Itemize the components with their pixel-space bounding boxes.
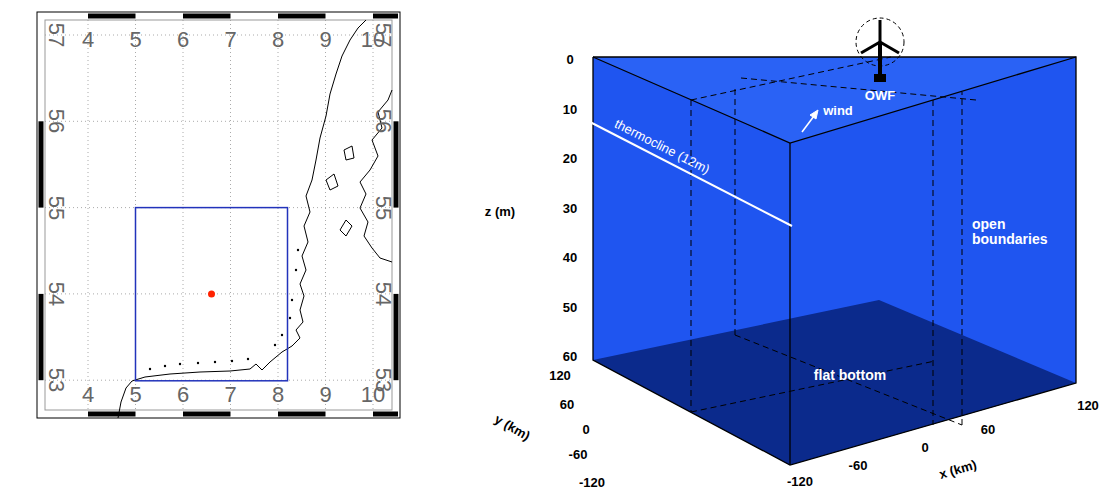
coordinate-label: 5	[129, 383, 141, 407]
axis-label: 30	[563, 201, 577, 215]
water-box	[593, 57, 1076, 465]
axis-label: 60	[981, 423, 995, 437]
axis-label: y (km)	[492, 412, 532, 444]
map-frame	[41, 16, 398, 414]
axis-label: flat bottom	[814, 368, 886, 383]
axis-label: 120	[1077, 399, 1099, 413]
coordinate-label: 4	[82, 383, 94, 407]
axis-label: 0	[921, 441, 928, 455]
axis-label: 60	[563, 350, 577, 364]
axis-label: -120	[579, 476, 605, 490]
coordinate-label: 4	[82, 28, 94, 52]
coordinate-label: 54	[371, 282, 395, 306]
coordinate-label: 54	[44, 282, 68, 306]
coordinate-label: 53	[371, 368, 395, 392]
coordinate-label: 8	[272, 383, 284, 407]
axis-label: wind	[823, 104, 853, 118]
coordinate-label: 57	[371, 23, 395, 47]
model-domain	[136, 208, 288, 381]
axis-label: 20	[563, 152, 577, 166]
coordinate-label: 6	[177, 383, 189, 407]
axis-label: 60	[560, 398, 574, 412]
axis-label: OWF	[865, 89, 895, 103]
coordinate-label: 6	[177, 28, 189, 52]
coordinate-label: 7	[224, 28, 236, 52]
axis-label: x (km)	[938, 458, 979, 482]
owf-location	[208, 291, 215, 298]
coordinate-label: 9	[319, 383, 331, 407]
coastline	[118, 20, 366, 418]
axis-label: thermocline (12m)	[612, 117, 712, 177]
axis-label: 10	[563, 102, 577, 116]
axis-label: 0	[582, 423, 589, 437]
coastline	[326, 146, 354, 236]
coordinate-label: 56	[44, 109, 68, 133]
top-face	[593, 57, 1076, 143]
map-grid	[45, 20, 392, 410]
axis-label: 40	[563, 251, 577, 265]
wind-turbine	[856, 18, 904, 82]
axis-label: 120	[549, 369, 571, 383]
axis-label: 50	[563, 300, 577, 314]
coordinate-label: 5	[129, 28, 141, 52]
coordinate-label: 9	[319, 28, 331, 52]
coordinate-label: 53	[44, 368, 68, 392]
axis-label: open boundaries	[972, 217, 1052, 248]
coordinate-label: 56	[371, 109, 395, 133]
coordinate-label: 8	[272, 28, 284, 52]
axis-label: z (m)	[485, 205, 515, 219]
coordinate-label: 55	[371, 195, 395, 219]
axis-label: 0	[566, 53, 573, 67]
axis-label: -60	[569, 448, 588, 462]
thermocline	[590, 122, 792, 226]
coordinate-label: 57	[44, 23, 68, 47]
axis-label: -120	[787, 475, 813, 489]
wind-arrow	[802, 110, 818, 132]
coordinate-label: 55	[44, 195, 68, 219]
wadden-islands	[149, 249, 299, 370]
flat-bottom	[593, 300, 1076, 465]
axis-label: -60	[849, 459, 868, 473]
coordinate-label: 7	[224, 383, 236, 407]
